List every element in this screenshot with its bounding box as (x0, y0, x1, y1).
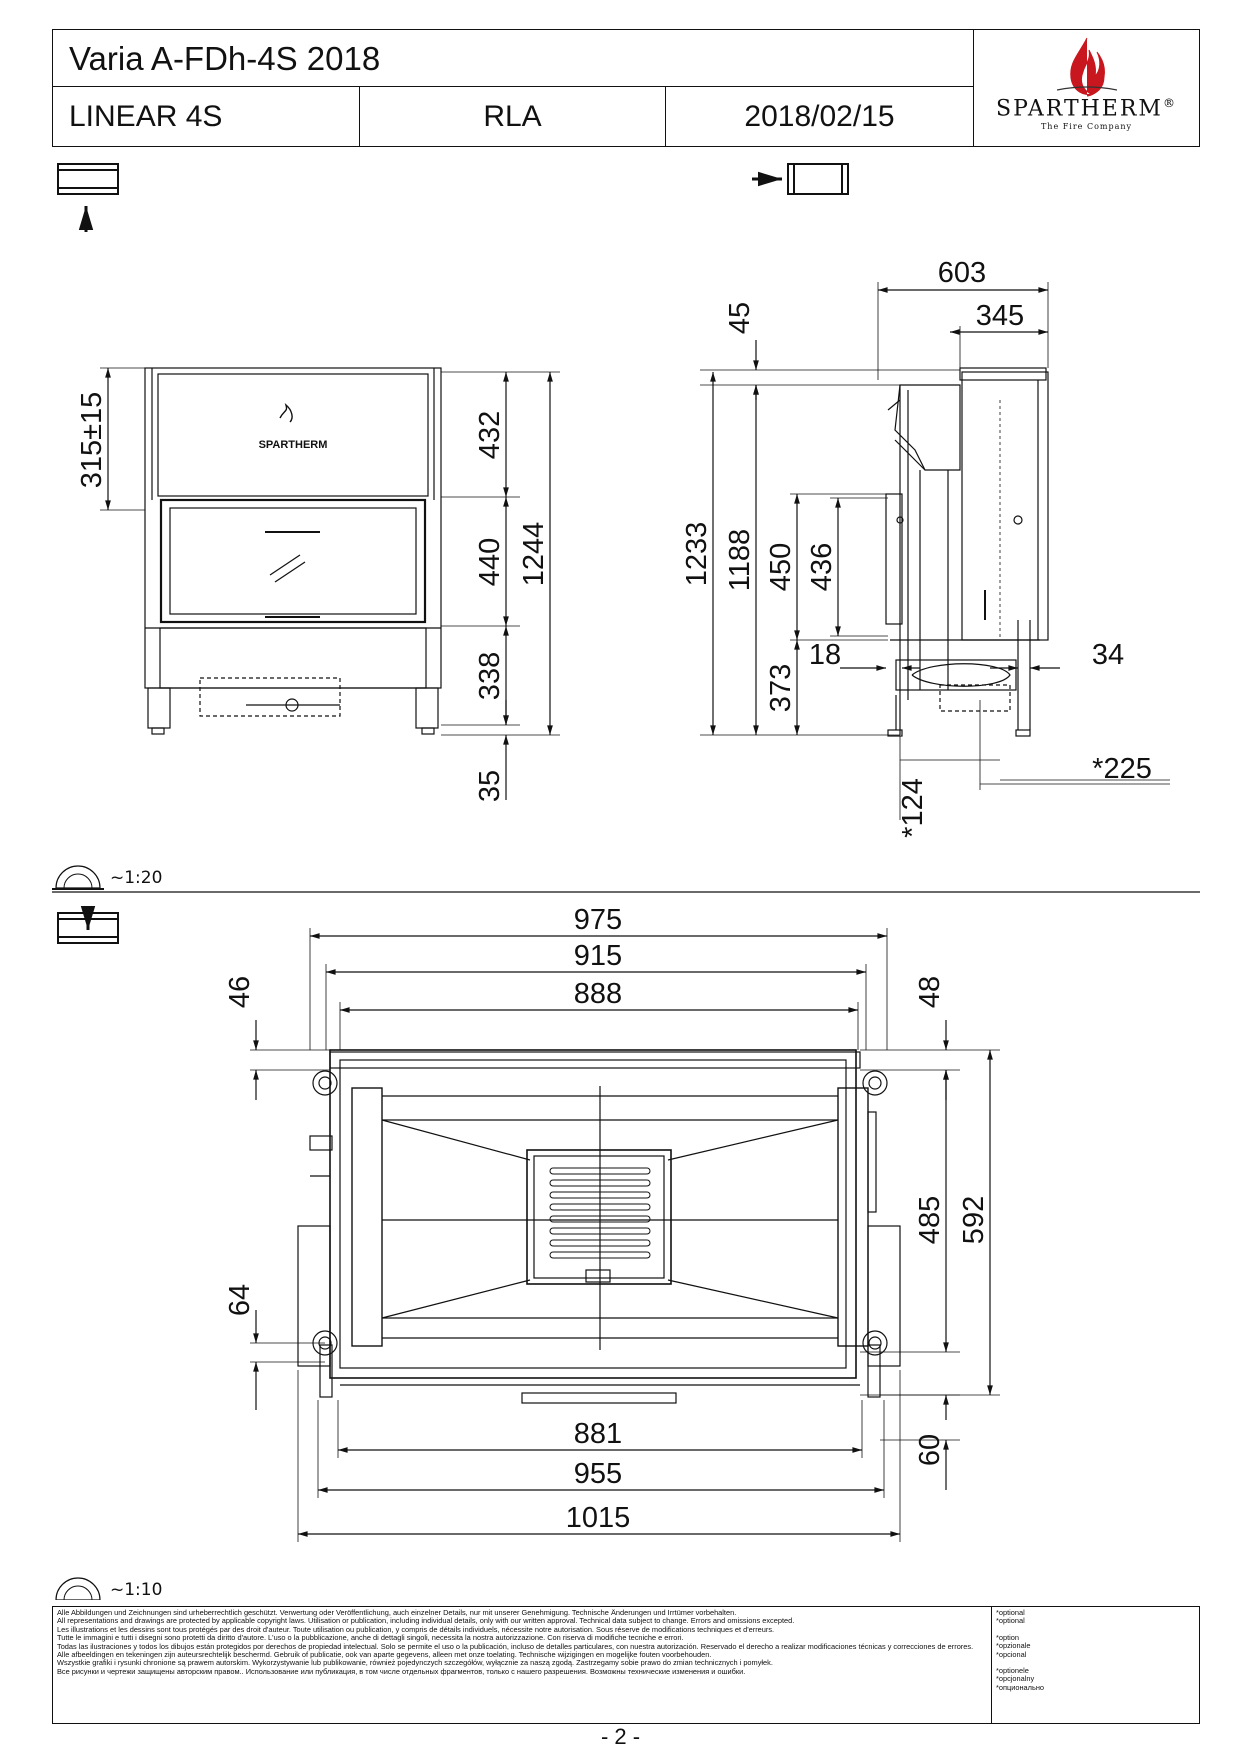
dim-35: 35 (474, 770, 506, 802)
dim-64: 64 (224, 1284, 256, 1316)
disclaimer-text: Alle Abbildungen und Zeichnungen sind ur… (57, 1608, 987, 1676)
side-dimension-lines (700, 282, 1170, 820)
optional-de: *optional (996, 1608, 1025, 1617)
dim-955: 955 (574, 1458, 622, 1490)
dim-440: 440 (474, 538, 506, 586)
dim-60: 60 (914, 1434, 946, 1466)
dim-345: 345 (976, 300, 1024, 332)
dim-603: 603 (938, 257, 986, 289)
dim-124: *124 (897, 778, 929, 838)
dim-888: 888 (574, 978, 622, 1010)
disclaimer-en: All representations and drawings are pro… (57, 1616, 795, 1626)
disclaimer-nl: Alle afbeeldingen en tekeningen zijn aut… (57, 1650, 712, 1660)
front-dimension-lines (100, 367, 560, 800)
title-block: Varia A-FDh-4S 2018 LINEAR 4S RLA 2018/0… (52, 29, 1200, 147)
top-dimension-lines (250, 928, 1000, 1542)
disclaimer-ru: Все рисунки и чертежи защищены авторским… (57, 1666, 746, 1676)
document-date: 2018/02/15 (744, 100, 895, 133)
dim-485: 485 (914, 1196, 946, 1244)
dim-1188: 1188 (724, 529, 756, 591)
brand-name: SPARTHERM (996, 96, 1163, 122)
page-number: - 2 - (600, 1724, 641, 1749)
scale-icon-1 (52, 865, 104, 890)
disclaimer-fr: Les illustrations et les dessins sont to… (57, 1624, 775, 1634)
dim-315: 315±15 (76, 392, 108, 489)
dim-46: 46 (224, 976, 256, 1008)
brand-tagline: The Fire Company (1040, 122, 1133, 131)
dim-225: *225 (1092, 753, 1152, 785)
disclaimer-es: Todas las ilustraciones y todos los dibu… (57, 1641, 974, 1651)
top-view (297, 1049, 901, 1404)
dim-48: 48 (914, 976, 946, 1008)
model-code: RLA (360, 87, 666, 146)
front-view (144, 367, 442, 735)
dim-1015: 1015 (566, 1502, 631, 1534)
grate-slots (549, 1167, 651, 1259)
front-logo-label: SPARTHERM (259, 439, 328, 451)
side-view (700, 367, 1049, 737)
flame-icon (1057, 37, 1117, 97)
brand-logo: SPARTHERM® The Fire Company (973, 30, 1199, 146)
disclaimer-box: Alle Abbildungen und Zeichnungen sind ur… (52, 1606, 1200, 1724)
optional-pl: *opcjonalny (996, 1674, 1035, 1684)
dim-592: 592 (958, 1196, 990, 1244)
dim-1244: 1244 (518, 522, 550, 587)
optional-nl: *optionele (996, 1666, 1029, 1676)
scale-label-1: ~1:20 (110, 868, 163, 888)
disclaimer-pl: Wszystkie grafiki i rysunki chronione są… (57, 1658, 773, 1668)
optional-it: *opzionale (996, 1641, 1031, 1651)
dim-18: 18 (809, 639, 841, 671)
technical-drawing: SPARTHERM (52, 163, 1200, 1600)
dim-34: 34 (1092, 639, 1124, 671)
dim-338: 338 (474, 652, 506, 700)
registered-mark: ® (1162, 96, 1177, 110)
side-view-icon (752, 163, 849, 195)
disclaimer-it: Tutte le immagini e tutti i disegni sono… (57, 1633, 684, 1643)
dim-975: 975 (574, 904, 622, 936)
model-name: LINEAR 4S (53, 87, 360, 146)
dim-45: 45 (724, 302, 756, 334)
disclaimer-de: Alle Abbildungen und Zeichnungen sind ur… (57, 1608, 737, 1617)
dim-915: 915 (574, 940, 622, 972)
dim-432: 432 (474, 411, 506, 459)
dim-436: 436 (806, 543, 838, 591)
optional-fr: *option (996, 1632, 1020, 1642)
scale-icon-2 (55, 1577, 101, 1600)
scale-label-2: ~1:10 (110, 1580, 163, 1600)
optional-es: *opcional (996, 1649, 1027, 1659)
optional-ru: *опционально (996, 1682, 1045, 1692)
dim-450: 450 (765, 543, 797, 591)
optional-legend: *optional *optional *option *opzionale *… (991, 1607, 1197, 1723)
front-view-icon (57, 163, 119, 232)
top-view-icon (57, 906, 119, 944)
dim-1233: 1233 (681, 522, 713, 587)
document-title: Varia A-FDh-4S 2018 (53, 30, 973, 87)
dim-881: 881 (574, 1418, 622, 1450)
optional-en: *optional (996, 1616, 1025, 1626)
dim-373: 373 (765, 664, 797, 712)
